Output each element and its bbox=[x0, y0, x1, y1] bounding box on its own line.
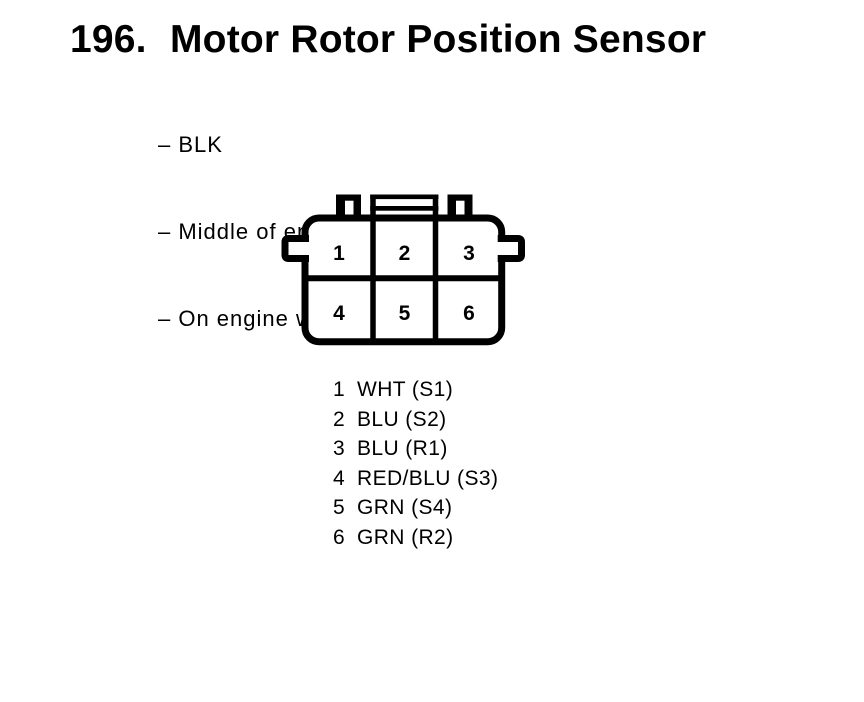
page-title-number: 196. bbox=[70, 18, 147, 61]
connector-wing-left bbox=[281, 235, 309, 262]
pin-row: 5 GRN (S4) bbox=[333, 493, 498, 523]
pin-row: 1 WHT (S1) bbox=[333, 375, 498, 405]
pin-number: 3 bbox=[333, 437, 346, 461]
pin-number: 1 bbox=[333, 378, 346, 401]
cell-number-3: 3 bbox=[463, 242, 475, 265]
cell-number-4: 4 bbox=[333, 302, 345, 325]
pin-row: 3 BLU (R1) bbox=[333, 434, 498, 464]
cell-number-6: 6 bbox=[463, 302, 475, 325]
pin-number: 5 bbox=[333, 496, 346, 520]
connector-tab-left-notch bbox=[345, 200, 354, 215]
connector-tab-right-notch bbox=[456, 200, 465, 215]
pin-number: 6 bbox=[333, 525, 346, 549]
pin-row: 6 GRN (R2) bbox=[333, 523, 498, 553]
cell-number-5: 5 bbox=[399, 302, 411, 325]
note-line: – BLK bbox=[158, 132, 223, 157]
pin-desc: GRN (R2) bbox=[357, 525, 454, 549]
connector-diagram: 1 2 3 4 5 6 bbox=[270, 185, 534, 355]
cell-number-1: 1 bbox=[333, 242, 345, 265]
pin-desc: WHT (S1) bbox=[357, 378, 454, 401]
pin-list: 1 WHT (S1) 2 BLU (S2) 3 BLU (R1) 4 RED/B… bbox=[333, 375, 498, 553]
pin-number: 4 bbox=[333, 466, 346, 490]
connector-wing-right bbox=[497, 235, 525, 262]
pin-row: 4 RED/BLU (S3) bbox=[333, 464, 498, 494]
cell-number-2: 2 bbox=[399, 242, 411, 265]
connector-latch-mid-rib bbox=[370, 206, 439, 211]
pin-row: 2 BLU (S2) bbox=[333, 405, 498, 435]
pin-desc: GRN (S4) bbox=[357, 496, 453, 520]
pin-desc: BLU (R1) bbox=[357, 437, 448, 461]
connector-latch-top-rib bbox=[370, 194, 439, 200]
pin-desc: RED/BLU (S3) bbox=[357, 466, 499, 490]
pin-desc: BLU (S2) bbox=[357, 407, 447, 431]
page-title-text: Motor Rotor Position Sensor bbox=[170, 18, 707, 61]
pin-number: 2 bbox=[333, 407, 346, 431]
page-title: 196. Motor Rotor Position Sensor bbox=[70, 18, 706, 62]
